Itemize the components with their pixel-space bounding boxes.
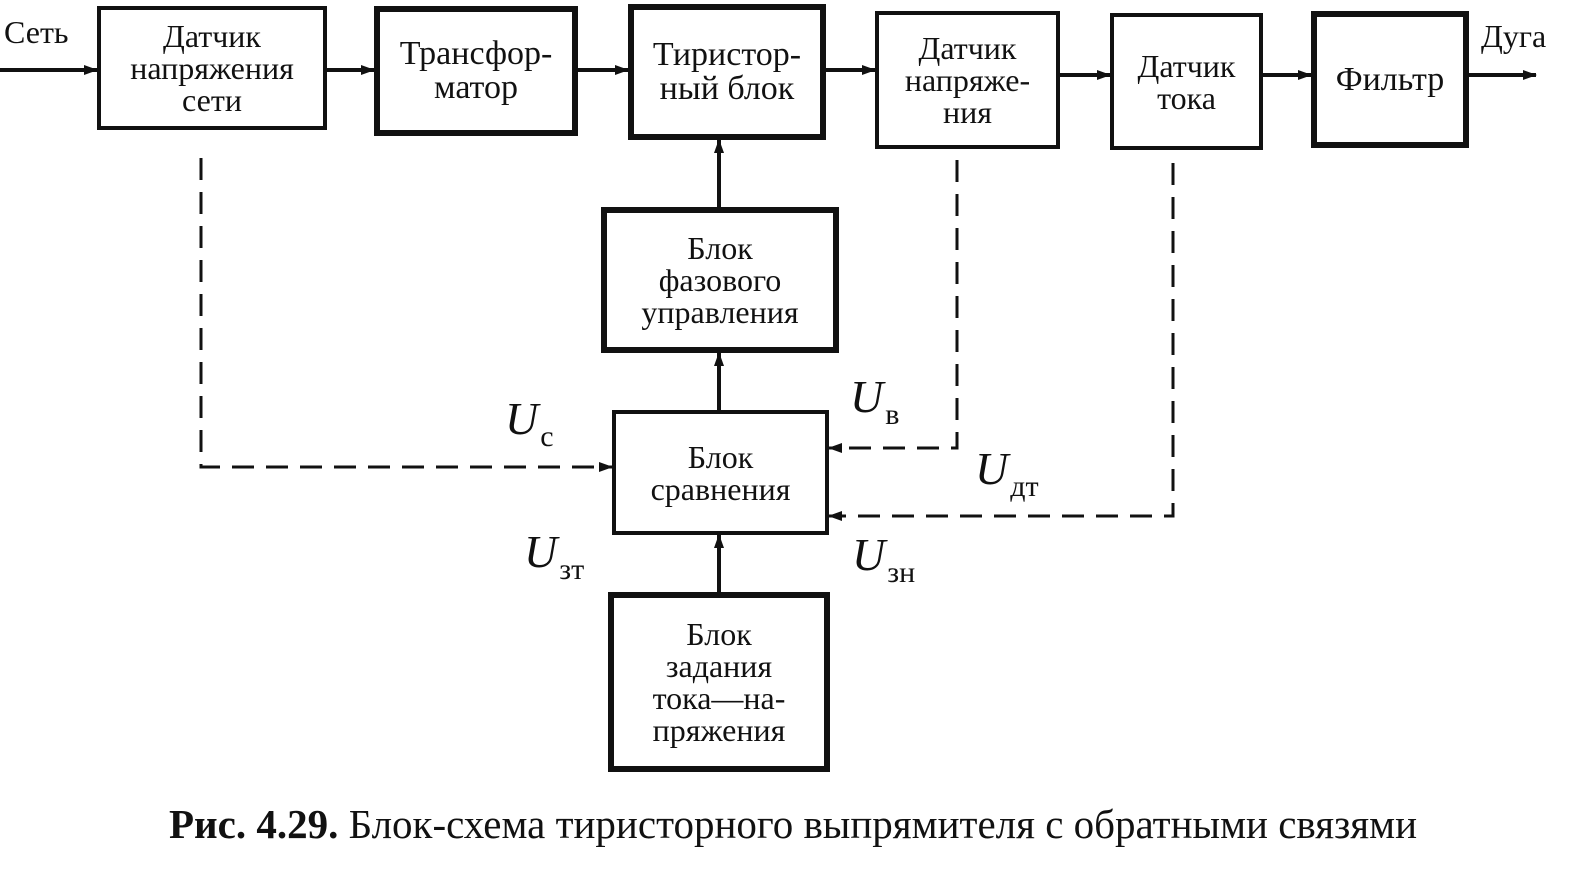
signal-udt: Uдт bbox=[975, 442, 1039, 503]
setpoint-block: Блок задания тока—на- пряжения bbox=[608, 592, 830, 772]
thyristor-block: Тиристор- ный блок bbox=[628, 4, 826, 140]
figure-caption: Рис. 4.29. Блок-схема тиристорного выпря… bbox=[0, 800, 1586, 848]
signal-uzn: Uзн bbox=[852, 528, 915, 589]
dashed-uc-path bbox=[199, 158, 613, 472]
signal-uzn-symbol: U bbox=[852, 529, 886, 580]
transformer-block: Трансфор- матор bbox=[374, 6, 578, 136]
signal-uzt: Uзт bbox=[524, 525, 584, 586]
input-label: Сеть bbox=[4, 14, 69, 50]
current-sensor-block: Датчик тока bbox=[1110, 13, 1263, 150]
signal-uc-sub: c bbox=[540, 420, 554, 453]
signal-uzn-sub: зн bbox=[887, 556, 916, 589]
signal-uc-symbol: U bbox=[505, 393, 539, 444]
transformer-label: Трансфор- матор bbox=[399, 35, 553, 106]
dashed-uv-path bbox=[828, 160, 959, 453]
output-label: Дуга bbox=[1481, 18, 1547, 54]
comparison-block: Блок сравнения bbox=[612, 410, 829, 535]
signal-uzt-sub: зт bbox=[559, 553, 585, 586]
caption-text: Блок-схема тиристорного выпрямителя с об… bbox=[348, 801, 1418, 847]
phase-control-block: Блок фазового управления bbox=[601, 207, 839, 353]
phase-control-label: Блок фазового управления bbox=[641, 230, 799, 330]
signal-uv-symbol: U bbox=[850, 371, 884, 422]
signal-udt-symbol: U bbox=[975, 443, 1009, 494]
caption-number: Рис. 4.29. bbox=[168, 801, 339, 847]
thyristor-block-label: Тиристор- ный блок bbox=[652, 36, 802, 107]
signal-udt-sub: дт bbox=[1010, 470, 1039, 503]
filter-label: Фильтр bbox=[1335, 60, 1445, 98]
signal-uzt-symbol: U bbox=[524, 526, 558, 577]
voltage-sensor-label: Датчик напряже- ния bbox=[904, 30, 1031, 130]
signal-uc: Uc bbox=[505, 392, 554, 453]
current-sensor-label: Датчик тока bbox=[1137, 47, 1236, 116]
voltage-sensor-block: Датчик напряже- ния bbox=[875, 11, 1060, 149]
dashed-udt-path bbox=[828, 163, 1175, 521]
signal-uv: Uв bbox=[850, 370, 899, 431]
mains-voltage-sensor-label: Датчик напряжения сети bbox=[130, 18, 294, 118]
setpoint-label: Блок задания тока—на- пряжения bbox=[652, 616, 786, 748]
signal-uv-sub: в bbox=[885, 398, 900, 431]
filter-block: Фильтр bbox=[1311, 11, 1469, 148]
comparison-label: Блок сравнения bbox=[650, 438, 791, 507]
mains-voltage-sensor-block: Датчик напряжения сети bbox=[97, 6, 327, 130]
